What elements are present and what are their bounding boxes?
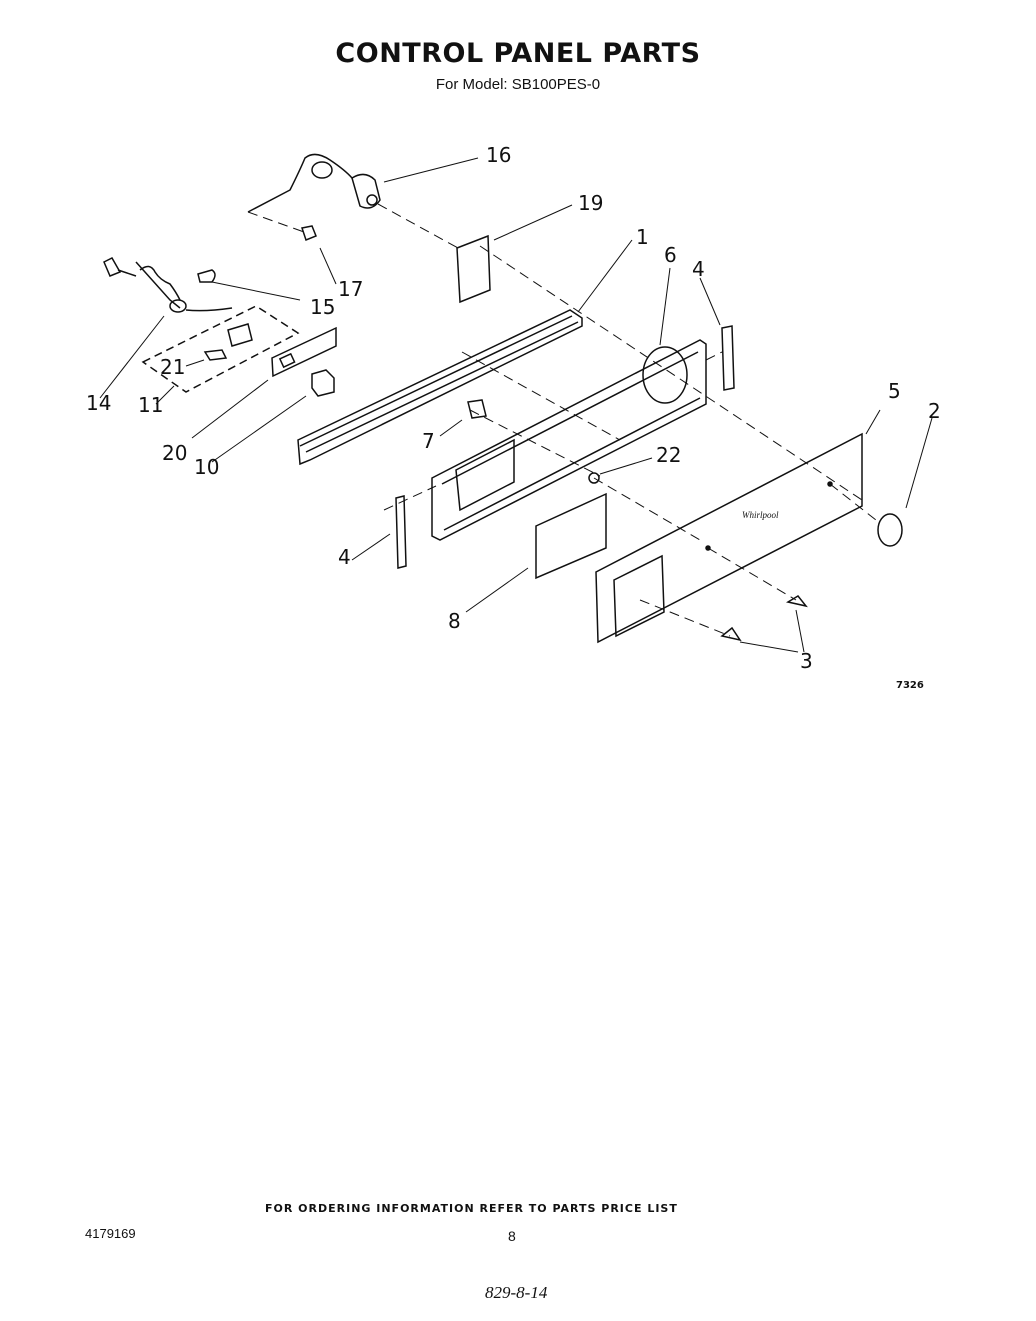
page-number: 8 — [508, 1228, 516, 1244]
callout-3: 3 — [800, 649, 813, 673]
callout-14: 14 — [86, 391, 111, 415]
bracket-plate-icon — [456, 234, 491, 304]
rail-channel-icon — [297, 309, 583, 466]
callout-22: 22 — [656, 443, 681, 467]
callout-11: 11 — [138, 393, 163, 417]
callout-17: 17 — [338, 277, 363, 301]
handwritten-note: 829-8-14 — [485, 1283, 548, 1302]
ordering-info-note: FOR ORDERING INFORMATION REFER TO PARTS … — [265, 1202, 678, 1215]
control-panel-face-icon — [595, 432, 863, 644]
knob-icon — [720, 626, 742, 642]
callout-4-right: 4 — [692, 257, 705, 281]
switch-kit-outline — [141, 305, 300, 393]
motor-assembly-icon — [247, 153, 381, 213]
exploded-parts-diagram: 16 19 1 6 4 17 15 14 21 11 20 10 7 22 5 … — [86, 143, 941, 691]
clip-icon — [301, 225, 317, 241]
spacer-icon — [588, 472, 600, 484]
callout-16: 16 — [486, 143, 511, 167]
push-switch-icon — [311, 369, 335, 397]
callout-15: 15 — [310, 295, 335, 319]
end-trim-left-icon — [395, 495, 407, 569]
callout-7: 7 — [422, 429, 435, 453]
switch-bracket-icon — [271, 326, 337, 378]
page-title: CONTROL PANEL PARTS — [335, 38, 701, 69]
lamp-socket-icon — [467, 399, 487, 419]
callout-19: 19 — [578, 191, 603, 215]
callout-4-left: 4 — [338, 545, 351, 569]
document-number: 4179169 — [85, 1226, 136, 1241]
console-frame-icon — [431, 339, 707, 541]
callout-1: 1 — [636, 225, 649, 249]
power-cord-icon — [103, 257, 233, 313]
callout-10: 10 — [194, 455, 219, 479]
callout-5: 5 — [888, 379, 901, 403]
wire-connector-icon — [197, 269, 216, 283]
end-trim-right-icon — [721, 325, 735, 391]
callout-8: 8 — [448, 609, 461, 633]
callout-6: 6 — [664, 243, 677, 267]
callout-20: 20 — [162, 441, 187, 465]
knob-icon — [786, 595, 808, 608]
callout-2: 2 — [928, 399, 941, 423]
brand-mark: Whirlpool — [742, 510, 779, 520]
terminal-icon — [203, 349, 228, 361]
callout-21: 21 — [160, 355, 185, 379]
timer-window-icon — [535, 492, 607, 580]
timer-knob-icon — [877, 513, 903, 547]
model-subtitle: For Model: SB100PES-0 — [435, 76, 601, 93]
switch-block-icon — [227, 323, 253, 347]
figure-number: 7326 — [896, 680, 924, 691]
